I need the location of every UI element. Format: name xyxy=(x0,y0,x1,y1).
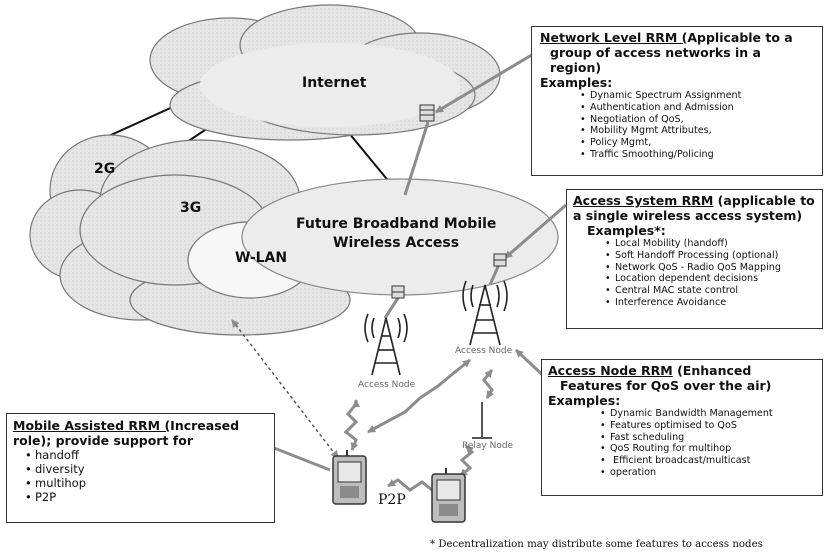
handheld-device-icon xyxy=(332,450,367,505)
wlan-label: W-LAN xyxy=(235,250,288,266)
list-item: Policy Mgmt, xyxy=(580,137,814,149)
mobile-assisted-rrm-title-rest: Increased xyxy=(170,418,240,433)
network-level-rrm-list: Dynamic Spectrum Assignment Authenticati… xyxy=(540,90,814,161)
network-level-rrm-title-rest: Applicable to a xyxy=(687,30,793,45)
list-item: Fast scheduling xyxy=(600,432,816,444)
access-node-rrm-title-underlined: Access Node RRM xyxy=(548,363,673,378)
list-item: Location dependent decisions xyxy=(605,273,816,285)
server-icon xyxy=(493,253,507,267)
p2p-label: P2P xyxy=(378,492,406,508)
list-item: Features optimised to QoS xyxy=(600,420,816,432)
list-item: Authentication and Admission xyxy=(580,102,814,114)
list-item: Local Mobility (handoff) xyxy=(605,238,816,250)
access-node-rrm-box: Access Node RRM (Enhanced Features for Q… xyxy=(541,359,823,496)
network-level-rrm-box: Network Level RRM (Applicable to a group… xyxy=(531,26,823,176)
dotted-link xyxy=(231,319,339,459)
2g-label: 2G xyxy=(94,161,116,177)
list-item: QoS Routing for multihop xyxy=(600,443,816,455)
internet-cloud-core xyxy=(200,43,460,127)
access-node-label-1: Access Node xyxy=(358,380,416,390)
footnote: * Decentralization may distribute some f… xyxy=(430,539,763,550)
future-broadband-label-line2: Wireless Access xyxy=(333,235,460,251)
access-system-rrm-list: Local Mobility (handoff) Soft Handoff Pr… xyxy=(573,238,816,309)
access-system-rrm-examples-label: Examples*: xyxy=(587,223,666,238)
network-level-rrm-title-underlined: Network Level RRM ( xyxy=(540,30,688,45)
list-item: Interference Avoidance xyxy=(605,297,816,309)
mobile-assisted-rrm-title-line2: role); provide support for xyxy=(13,433,193,448)
access-node-rrm-title-rest: (Enhanced xyxy=(672,363,752,378)
list-item: Dynamic Bandwidth Management xyxy=(600,408,816,420)
access-node-rrm-examples-label: Examples: xyxy=(548,393,621,408)
list-item: Traffic Smoothing/Policing xyxy=(580,149,814,161)
list-item: Soft Handoff Processing (optional) xyxy=(605,250,816,262)
access-node-label-2: Access Node xyxy=(455,346,513,356)
mobile-assisted-rrm-list: handoff diversity multihop P2P xyxy=(13,448,268,504)
mobile-assisted-rrm-title-underlined: Mobile Assisted RRM ( xyxy=(13,418,171,433)
list-item: diversity xyxy=(25,462,268,476)
network-level-rrm-examples-label: Examples: xyxy=(540,75,613,90)
access-system-rrm-box: Access System RRM (applicable to a singl… xyxy=(566,189,823,329)
mobile-assisted-rrm-box: Mobile Assisted RRM (Increased role); pr… xyxy=(6,413,275,523)
relay-node-label: Relay Node xyxy=(462,441,514,451)
list-item: Negotiation of QoS, xyxy=(580,114,814,126)
access-system-rrm-title-rest: (applicable to xyxy=(713,193,815,208)
network-level-rrm-title: Network Level RRM (Applicable to a xyxy=(540,30,814,45)
box-connector-mobile xyxy=(273,446,331,472)
wireless-links xyxy=(343,358,495,492)
list-item: handoff xyxy=(25,448,268,462)
access-system-rrm-title-line2: a single wireless access system) xyxy=(573,208,803,223)
access-node-rrm-title: Access Node RRM (Enhanced xyxy=(548,363,816,378)
3g-label: 3G xyxy=(180,200,202,216)
access-system-rrm-title: Access System RRM (applicable to xyxy=(573,193,816,208)
server-icon xyxy=(391,285,405,299)
list-item: Network QoS - Radio QoS Mapping xyxy=(605,262,816,274)
list-item: Efficient broadcast/multicast xyxy=(600,455,816,467)
handheld-device-icon xyxy=(431,468,466,523)
list-item: multihop xyxy=(25,476,268,490)
list-item: P2P xyxy=(25,490,268,504)
mobile-assisted-rrm-title: Mobile Assisted RRM (Increased xyxy=(13,418,268,433)
tower-icon xyxy=(462,280,508,346)
list-item: operation xyxy=(600,467,816,479)
list-item: Dynamic Spectrum Assignment xyxy=(580,90,814,102)
list-item: Central MAC state control xyxy=(605,285,816,297)
future-broadband-label-line1: Future Broadband Mobile xyxy=(296,216,497,232)
list-item: Mobility Mgmt Attributes, xyxy=(580,125,814,137)
access-node-rrm-title-line2: Features for QoS over the air) xyxy=(560,378,772,393)
tower-icon xyxy=(364,313,408,376)
relay-node-icon xyxy=(472,402,492,439)
server-icon xyxy=(419,104,435,122)
network-level-rrm-title-line2: group of access networks in a region) xyxy=(550,45,761,75)
access-system-rrm-title-underlined: Access System RRM xyxy=(573,193,714,208)
access-node-rrm-list: Dynamic Bandwidth Management Features op… xyxy=(548,408,816,479)
internet-label: Internet xyxy=(302,75,367,91)
